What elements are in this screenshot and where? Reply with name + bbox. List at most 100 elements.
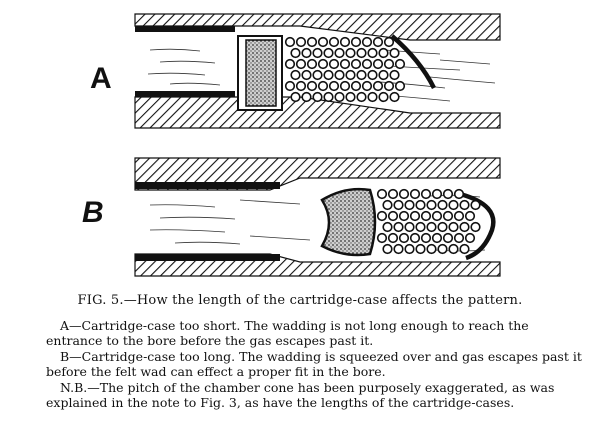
shot-pellet xyxy=(426,199,437,211)
shot-pellet xyxy=(426,243,437,255)
shot-pellet xyxy=(376,232,388,244)
shot-pellet xyxy=(415,221,426,233)
shot-pellet xyxy=(389,69,400,81)
shot-pellet xyxy=(306,36,318,48)
shot-pellet xyxy=(372,58,384,70)
shot-pellet xyxy=(387,232,399,244)
figure-caption: FIG. 5.—How the length of the cartridge-… xyxy=(77,293,523,308)
shot-pellet xyxy=(404,199,415,211)
shot-pellet xyxy=(394,58,406,70)
shot-pellet xyxy=(334,91,345,103)
shot-pellet xyxy=(339,58,351,70)
note-a-text: A—Cartridge-case too short. The wadding … xyxy=(46,318,529,348)
shot-pellet xyxy=(339,36,351,48)
shot-pellet xyxy=(334,69,345,81)
shot-pellet xyxy=(290,69,301,81)
panel-label-b: B xyxy=(82,196,104,229)
shot-pellet xyxy=(415,199,426,211)
shot-pellet xyxy=(323,91,334,103)
shot-pellet xyxy=(367,69,378,81)
shot-pellet xyxy=(389,47,400,59)
shot-pellet xyxy=(420,188,432,200)
shot-pellet xyxy=(317,58,329,70)
shot-pellet xyxy=(453,232,465,244)
shot-pellet xyxy=(328,58,340,70)
shot-pellet xyxy=(350,80,362,92)
note-b-text: B—Cartridge-case too long. The wadding i… xyxy=(46,349,582,379)
shot-pellet xyxy=(328,36,340,48)
shot-pellet xyxy=(398,188,410,200)
shot-pellet xyxy=(459,199,470,211)
shot-pellet xyxy=(345,69,356,81)
shot-pellet xyxy=(470,199,481,211)
shot-pellet xyxy=(448,199,459,211)
shot-pellet xyxy=(464,210,476,222)
shot-pellet xyxy=(398,232,410,244)
shot-pellet xyxy=(409,188,421,200)
shot-pellet xyxy=(361,58,373,70)
shot-pellet xyxy=(378,91,389,103)
shot-pellet xyxy=(372,36,384,48)
shot-pellet xyxy=(448,221,459,233)
shot-pellet xyxy=(356,69,367,81)
barrel-a-case-top xyxy=(135,26,235,32)
shot-pellet xyxy=(284,58,296,70)
shot-pellet xyxy=(290,91,301,103)
shot-pellet xyxy=(459,221,470,233)
cartridge-diagram xyxy=(134,13,501,277)
shot-pellet xyxy=(394,80,406,92)
shot-pellet xyxy=(382,221,393,233)
shot-pellet xyxy=(376,188,388,200)
shot-pellet xyxy=(389,91,400,103)
shot-pellet xyxy=(356,47,367,59)
barrel-b xyxy=(134,157,501,277)
shot-pellet xyxy=(317,36,329,48)
shot-pellet xyxy=(459,243,470,255)
felt-wad-a xyxy=(245,39,277,107)
shot-pellet xyxy=(442,210,454,222)
shot-pellets-a xyxy=(284,36,406,103)
note-b: B—Cartridge-case too long. The wadding i… xyxy=(46,349,586,379)
wad-b xyxy=(320,187,377,257)
shot-pellet xyxy=(301,69,312,81)
shot-pellet xyxy=(426,221,437,233)
shot-pellet xyxy=(301,91,312,103)
shot-pellet xyxy=(420,210,432,222)
note-a: A—Cartridge-case too short. The wadding … xyxy=(46,318,586,348)
shot-pellet xyxy=(345,47,356,59)
shot-pellet xyxy=(301,47,312,59)
note-nb-text: N.B.—The pitch of the chamber cone has b… xyxy=(46,380,555,410)
shot-pellet xyxy=(367,47,378,59)
shot-pellet xyxy=(393,243,404,255)
shot-pellet xyxy=(409,232,421,244)
barrel-b-case-top xyxy=(135,182,280,189)
shot-pellet xyxy=(383,80,395,92)
shot-pellet xyxy=(361,80,373,92)
shot-pellet xyxy=(437,199,448,211)
shot-pellet xyxy=(382,199,393,211)
shot-pellet xyxy=(442,188,454,200)
shot-pellet xyxy=(312,69,323,81)
shot-pellet xyxy=(306,80,318,92)
shot-pellet xyxy=(404,221,415,233)
shot-pellet xyxy=(328,80,340,92)
shot-pellet xyxy=(393,199,404,211)
shot-pellet xyxy=(382,243,393,255)
shot-pellet xyxy=(378,47,389,59)
shot-pellet xyxy=(378,69,389,81)
shot-pellet xyxy=(323,47,334,59)
shot-pellet xyxy=(420,232,432,244)
shot-pellet xyxy=(284,80,296,92)
shot-pellet xyxy=(295,58,307,70)
shot-pellet xyxy=(393,221,404,233)
shot-pellet xyxy=(437,221,448,233)
shot-pellet xyxy=(372,80,384,92)
shot-pellet xyxy=(442,232,454,244)
shot-pellet xyxy=(295,80,307,92)
barrel-a xyxy=(134,13,501,129)
shot-pellet xyxy=(387,188,399,200)
shot-pellet xyxy=(383,36,395,48)
shot-pellet xyxy=(404,243,415,255)
shot-pellets-b xyxy=(376,188,481,255)
shot-pellet xyxy=(306,58,318,70)
